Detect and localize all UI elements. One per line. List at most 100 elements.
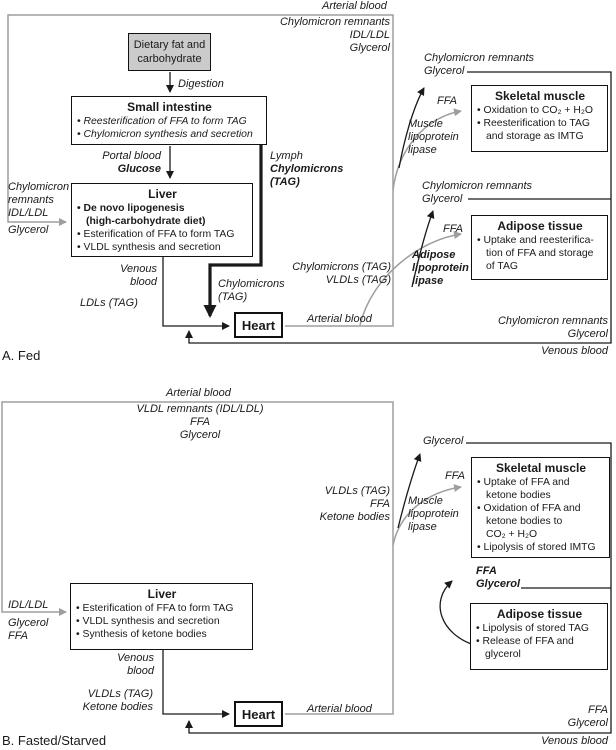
a-adipose-ffa-arrow (359, 231, 462, 326)
small-intestine-bullet2: • Chylomicron synthesis and secretion (77, 129, 253, 140)
liver-a-bullet2: • Esterification of FFA to form TAG (77, 229, 235, 240)
a-adipose-out-glycerol: Glycerol (422, 193, 463, 205)
skeletal-muscle-a-bullet2-cont: and storage as IMTG (486, 131, 584, 142)
skeletal-muscle-b-bullet3: • Lipolysis of stored IMTG (477, 542, 596, 553)
a-adipose-out-remnants: Chylomicron remnants (422, 180, 533, 192)
a-lymph-chylomicrons-label: Chylomicrons (270, 163, 344, 175)
section-b-label: B. Fasted/Starved (2, 733, 107, 748)
adipose-a-bullet1: • Uptake and reesterifica- (477, 235, 594, 246)
a-top-right-metabolites: Chylomicron remnants IDL/LDL Glycerol (280, 16, 390, 55)
a-left-input-line2: remnants (8, 194, 54, 206)
adipose-box-b: Adipose tissue • Lipolysis of stored TAG… (470, 603, 608, 670)
dietary-line2: carbohydrate (137, 53, 202, 65)
skeletal-muscle-b-bullet2: • Oxidation of FFA and (477, 503, 581, 514)
a-muscle-ffa-label: FFA (437, 95, 457, 107)
b-muscle-lipase-line2: lipoprotein (408, 508, 459, 520)
a-venous-return-labels: Chylomicron remnants Glycerol (498, 315, 608, 341)
b-muscle-glycerol-label: Glycerol (423, 435, 464, 447)
liver-a-title: Liver (148, 187, 177, 201)
b-liver-out-line2: Ketone bodies (82, 701, 153, 713)
liver-b-bullet2: • VLDL synthesis and secretion (76, 616, 220, 627)
small-intestine-box: Small intestine • Reesterification of FF… (71, 96, 267, 145)
a-adipose-lipase-line1: Adipose (412, 249, 456, 261)
b-venous-label: Venous blood (117, 652, 154, 678)
a-chylomicrons-tag-line2: (TAG) (218, 291, 248, 303)
adipose-b-bullet1: • Lipolysis of stored TAG (476, 623, 589, 634)
small-intestine-title: Small intestine (127, 100, 212, 114)
b-venous-return-labels: FFA Glycerol (568, 704, 608, 730)
b-left-input-ffa: FFA (8, 630, 28, 642)
liver-a-bullet1-cont: (high-carbohydrate diet) (86, 216, 206, 227)
adipose-a-bullet1-cont2: of TAG (486, 261, 518, 272)
a-lymph-label: Lymph (270, 150, 303, 162)
a-muscle-out-remnants: Chylomicron remnants (424, 52, 535, 64)
b-left-input-glycerol: Glycerol (8, 617, 49, 629)
a-adipose-ffa-label: FFA (443, 223, 463, 235)
b-venous-collector (185, 442, 612, 734)
adipose-a-bullet1-cont1: tion of FFA and storage (486, 248, 594, 259)
b-arterial-blood-heart-label: Arterial blood (307, 703, 372, 715)
b-venous-return-line2: Glycerol (567, 717, 608, 729)
a-glucose-label: Glucose (117, 163, 161, 175)
b-muscle-ffa-label: FFA (445, 470, 465, 482)
heart-box-b: Heart (234, 701, 283, 727)
skeletal-muscle-box-b: Skeletal muscle • Uptake of FFA and keto… (471, 457, 610, 558)
a-lymph-chylomicron-line (203, 145, 263, 318)
skeletal-muscle-a-bullet2: • Reesterification to TAG (477, 118, 590, 129)
a-muscle-remnants-arrow (398, 87, 425, 169)
adipose-b-bullet2-cont: glycerol (485, 649, 521, 660)
dietary-fat-box: Dietary fat and carbohydrate (128, 33, 211, 71)
b-venous-blood-label: Venous blood (541, 735, 608, 747)
adipose-a-title: Adipose tissue (497, 219, 583, 233)
a-left-glycerol-label: Glycerol (8, 224, 49, 236)
b-arterial-loop (1, 401, 394, 715)
a-muscle-lipase-line2: lipoprotein (408, 131, 459, 143)
a-top-right-line2: IDL/LDL (349, 29, 390, 41)
a-venous-label: Venous blood (120, 263, 157, 289)
section-b-arteries (1, 401, 462, 715)
b-adipose-out-glycerol: Glycerol (476, 578, 521, 590)
a-venous-blood-label: Venous blood (541, 345, 608, 357)
a-portal-blood-label: Portal blood (102, 150, 161, 162)
a-liver-venous-line (162, 257, 230, 330)
a-arterial-blood-top-label: Arterial blood (322, 0, 387, 12)
b-arterial-blood-top-label: Arterial blood (166, 387, 231, 399)
skeletal-muscle-b-bullet2-cont1: ketone bodies to (486, 516, 563, 527)
a-adipose-remnants-arrow (411, 210, 435, 288)
a-muscle-ffa-arrow (392, 108, 462, 191)
a-to-tissues-labels: Chylomicrons (TAG) VLDLs (TAG) (292, 261, 391, 287)
a-arterial-loop (7, 14, 394, 327)
b-adipose-release-arrow (439, 580, 475, 646)
liver-b-bullet1: • Esterification of FFA to form TAG (76, 603, 234, 614)
skeletal-muscle-b-title: Skeletal muscle (495, 461, 587, 475)
a-muscle-lipase-label: Muscle lipoprotein lipase (408, 118, 459, 157)
a-to-tissues-line2: VLDLs (TAG) (325, 274, 391, 286)
a-chylomicrons-tag-line1: Chylomicrons (218, 278, 285, 290)
a-top-right-line3: Glycerol (349, 42, 390, 54)
a-venous-line1: Venous (120, 263, 157, 275)
a-venous-line2: blood (130, 276, 157, 288)
heart-box-a: Heart (234, 312, 283, 338)
adipose-b-title: Adipose tissue (496, 607, 583, 621)
b-venous-line2: blood (127, 665, 154, 677)
a-digestion-label: Digestion (178, 78, 224, 90)
b-center-input-line1: VLDL remnants (IDL/LDL) (136, 403, 264, 415)
b-center-input-line2: FFA (190, 416, 210, 428)
a-arterial-blood-heart-label: Arterial blood (307, 313, 372, 325)
a-muscle-out-glycerol: Glycerol (424, 65, 465, 77)
b-left-input-idl-ldl: IDL/LDL (8, 599, 49, 611)
a-top-right-line1: Chylomicron remnants (279, 16, 390, 28)
b-liver-out-labels: VLDLs (TAG) Ketone bodies (83, 688, 153, 714)
a-muscle-lipase-line3: lipase (408, 144, 437, 156)
section-a-label: A. Fed (2, 348, 41, 363)
a-muscle-lipase-line1: Muscle (408, 118, 443, 130)
b-venous-line1: Venous (117, 652, 154, 664)
liver-b-title: Liver (147, 587, 177, 601)
b-muscle-lipase-line1: Muscle (408, 495, 443, 507)
b-to-tissues-line2: FFA (370, 498, 390, 510)
b-to-tissues-line1: VLDLs (TAG) (324, 485, 390, 497)
liver-b-bullet3: • Synthesis of ketone bodies (76, 629, 207, 640)
skeletal-muscle-b-bullet2-cont2: CO₂ + H₂O (486, 529, 538, 540)
skeletal-muscle-box-a: Skeletal muscle • Oxidation to CO₂ + H₂O… (471, 85, 608, 152)
